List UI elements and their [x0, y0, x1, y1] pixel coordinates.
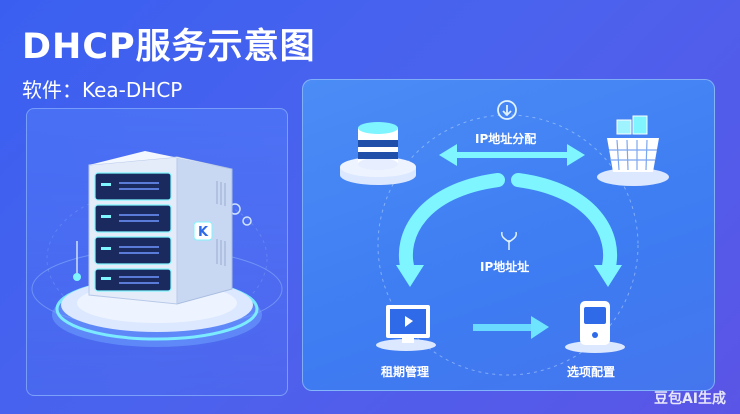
flow-diagram	[340, 100, 669, 376]
kea-badge: K	[198, 225, 209, 240]
node-dot	[73, 273, 81, 281]
database-icon	[340, 122, 416, 185]
watermark: 豆包AI生成	[653, 391, 726, 407]
device-icon	[565, 301, 625, 353]
double-arrow	[439, 144, 585, 166]
drive-bays	[94, 172, 172, 292]
label-option-config: 选项配置	[567, 365, 616, 379]
flow-panel: IP地址分配 IP地址址 租期管理 选项配置	[302, 79, 715, 391]
basket-icon	[597, 115, 669, 186]
label-ip-address: IP地址址	[480, 260, 530, 274]
label-ip-allocation: IP地址分配	[475, 132, 537, 146]
label-lease-management: 租期管理	[381, 365, 430, 379]
monitor-icon	[376, 305, 436, 351]
page-title: DHCP服务示意图	[22, 27, 316, 67]
download-icon	[497, 100, 517, 120]
page-subtitle: 软件：Kea-DHCP	[22, 78, 183, 102]
cycle-arrows	[396, 173, 622, 287]
server-card: K	[26, 108, 288, 396]
server-illustration: K	[31, 151, 283, 347]
sprout-icon	[501, 231, 517, 250]
arrow-right-icon	[473, 316, 549, 339]
